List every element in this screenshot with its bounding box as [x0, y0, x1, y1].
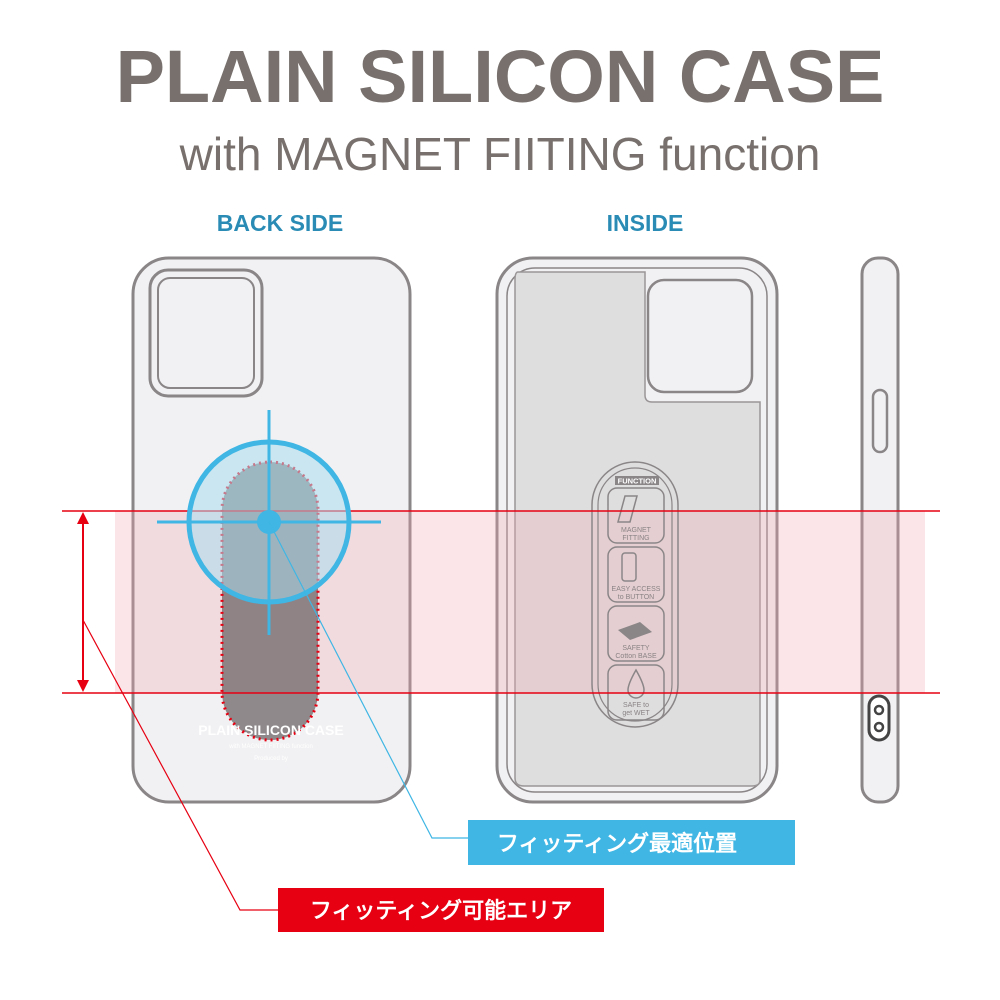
optimal-leader-line	[268, 521, 470, 839]
function-item-safety: SAFETY Cotton BASE	[607, 605, 665, 662]
port-cutout	[867, 694, 891, 742]
magnet-phone-icon	[617, 495, 638, 523]
area-height-arrow	[77, 512, 89, 692]
fitting-area-label: フィッティング可能エリア	[278, 888, 604, 932]
camera-cutout	[148, 268, 264, 398]
button-cutout	[871, 388, 889, 454]
function-item-easy-access: EASY ACCESS to BUTTON	[607, 546, 665, 603]
item-label: MAGNET	[621, 527, 652, 534]
item-label: get WET	[622, 710, 650, 717]
back-print-title: PLAIN SILICON CASE	[198, 722, 343, 738]
back-side-heading: BACK SIDE	[217, 210, 344, 236]
item-label: FITTING	[622, 535, 649, 542]
inside-heading: INSIDE	[607, 210, 684, 236]
function-item-magnet-fitting: MAGNET FITTING	[607, 487, 665, 544]
hand-phone-icon	[621, 552, 637, 582]
back-print-credit: Produced by	[254, 756, 288, 762]
water-drop-icon	[627, 668, 645, 699]
main-title: PLAIN SILICON CASE	[116, 35, 885, 118]
item-label: Cotton BASE	[615, 653, 657, 660]
side-view	[860, 256, 900, 804]
back-print-subtitle: with MAGNET FIITING function	[228, 744, 313, 750]
item-label: EASY ACCESS	[612, 586, 661, 593]
item-label: SAFETY	[622, 645, 650, 652]
finger-pad-icon	[618, 622, 652, 640]
optimal-position-label: フィッティング最適位置	[468, 820, 795, 865]
inside-case	[495, 256, 779, 804]
camera-cutout	[646, 278, 754, 394]
label-text: フィッティング最適位置	[497, 831, 737, 857]
function-header: FUNCTION	[618, 477, 657, 486]
item-label: to BUTTON	[618, 594, 654, 601]
subtitle: with MAGNET FIITING function	[179, 128, 821, 180]
item-label: SAFE to	[623, 702, 649, 709]
area-leader-line	[82, 619, 280, 911]
label-text: フィッティング可能エリア	[310, 898, 572, 924]
